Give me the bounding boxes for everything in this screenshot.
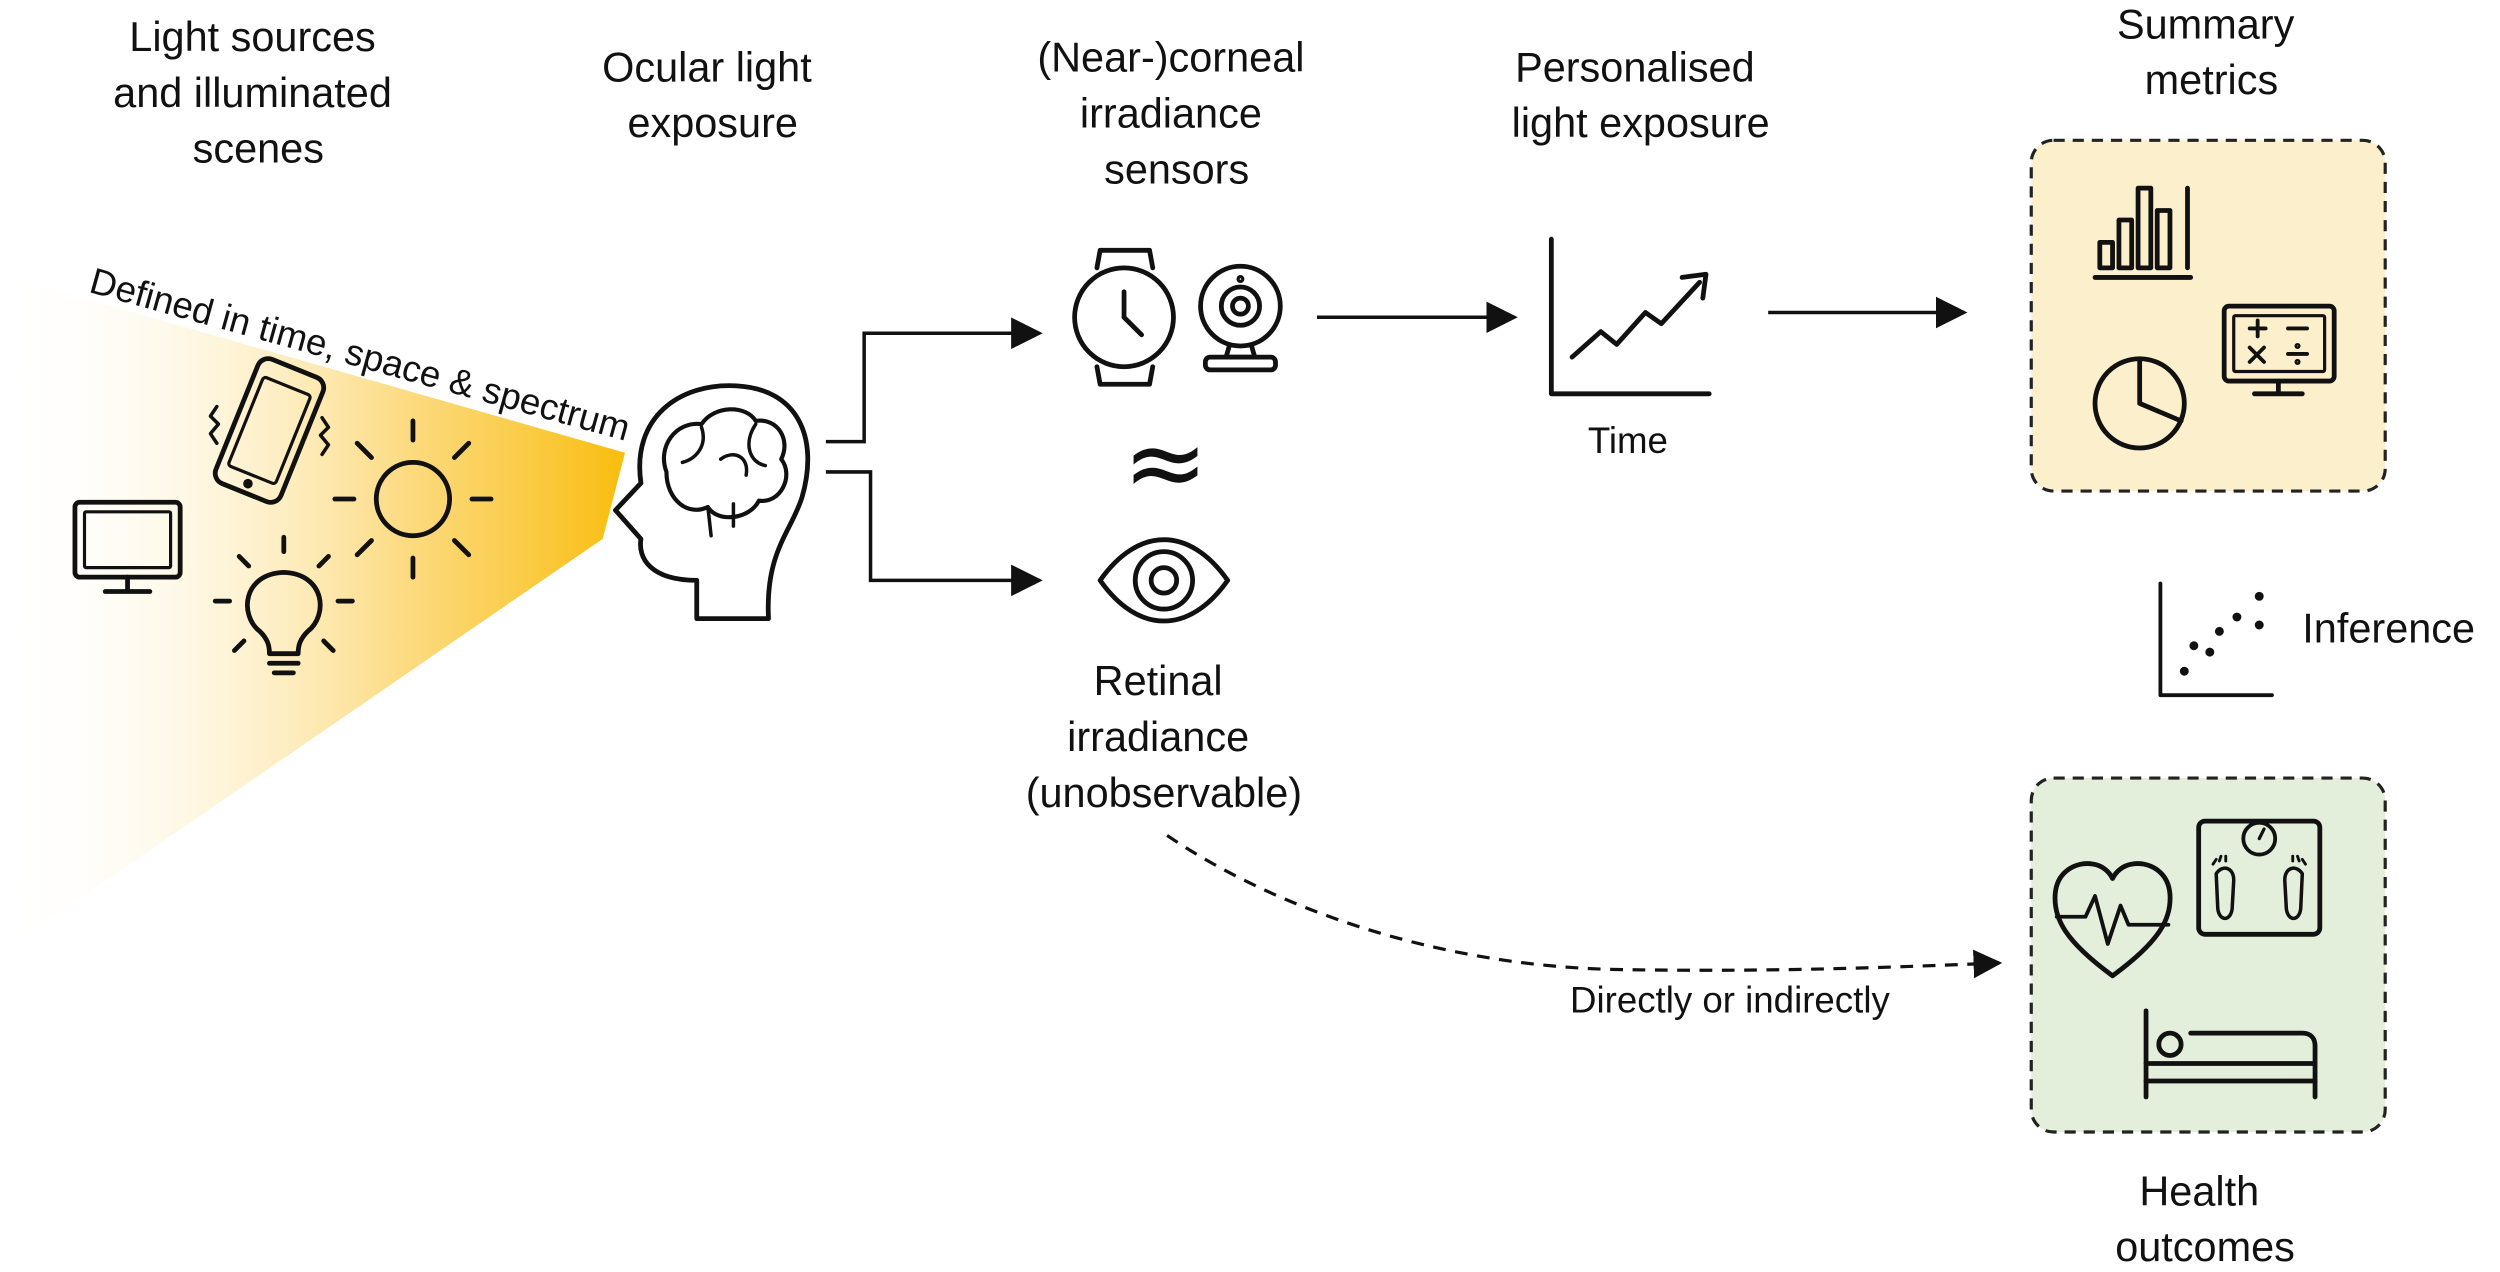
inference-label: Inference: [2302, 605, 2475, 652]
personalised-exposure-label: Personalised light exposure: [1512, 43, 1770, 146]
head-brain-icon: [613, 383, 811, 622]
health-outcomes-label: Health outcomes: [2115, 1167, 2295, 1270]
webcam-sensor-icon: [1198, 263, 1283, 373]
arrow-retinal-to-health: [1166, 834, 2003, 979]
directly-or-indirectly-label: Directly or indirectly: [1570, 979, 1890, 1020]
bar-chart-icon: [2092, 185, 2194, 280]
light-bulb-icon: [212, 534, 355, 676]
monitor-icon: [72, 499, 183, 594]
time-axis-label: Time: [1588, 420, 1668, 461]
approx-equal-symbol: ≈: [1123, 403, 1209, 522]
branch-line-upper: [825, 317, 1043, 444]
ocular-exposure-label: Ocular light exposure: [602, 43, 823, 146]
calculator-monitor-icon: [2221, 303, 2337, 397]
eye-icon: [1097, 537, 1231, 624]
sun-icon: [332, 418, 494, 580]
pie-chart-icon: [2092, 356, 2187, 451]
heart-rate-icon: [2052, 861, 2173, 979]
time-series-chart-icon: [1548, 236, 1712, 397]
phone-icon: [208, 356, 331, 505]
branch-line-lower: [825, 470, 1043, 597]
scatter-plot-icon: [2158, 581, 2274, 698]
bed-sleep-icon: [2143, 1008, 2318, 1100]
weighing-scale-icon: [2196, 818, 2323, 937]
summary-metrics-label: Summary metrics: [2117, 0, 2306, 103]
light-sources-label: Light sources and illuminated scenes: [113, 13, 403, 172]
retinal-irradiance-label: Retinal irradiance (unobservable): [1026, 657, 1302, 816]
wristwatch-icon: [1072, 247, 1176, 387]
sensors-label: (Near-)corneal irradiance sensors: [1037, 34, 1316, 193]
